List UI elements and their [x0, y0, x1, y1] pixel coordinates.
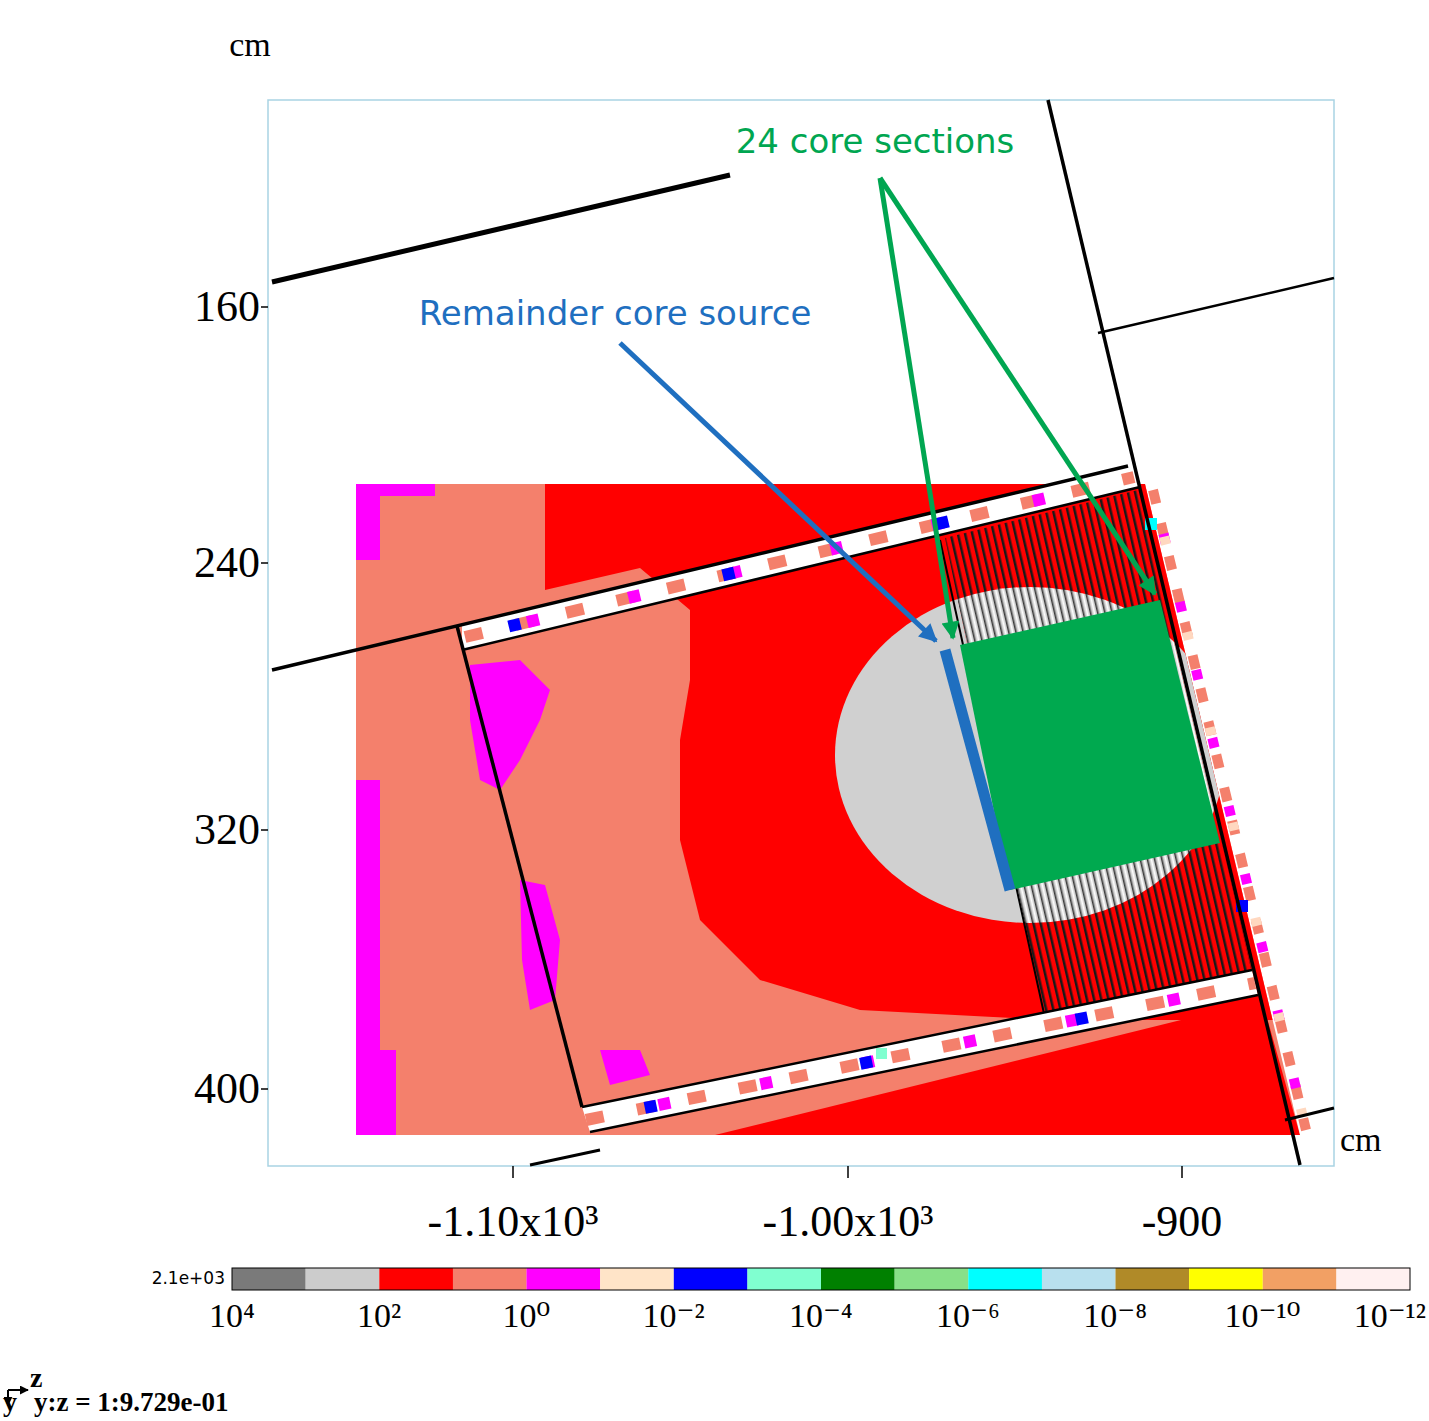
wall-cells: [465, 477, 1134, 637]
tick-label: -900: [1142, 1198, 1223, 1246]
scale-label: 10⁻⁸: [1083, 1297, 1147, 1334]
tick-label: 320: [194, 806, 260, 854]
leader-arrow: [880, 178, 1155, 594]
axis-unit: cm: [1340, 1121, 1382, 1158]
wall-band: [582, 970, 1258, 1132]
core-lattice: [945, 490, 1252, 1018]
flux-zone: [356, 484, 380, 560]
wall-cells: [586, 983, 1255, 1120]
scale-label: 10⁻¹²: [1354, 1297, 1426, 1334]
callout-label: Remainder core source: [419, 295, 812, 332]
flux-zone: [380, 1050, 396, 1135]
axis-ticks: [261, 307, 1182, 1178]
axis-unit: cm: [229, 26, 271, 63]
scale-label: 10⁻⁴: [789, 1297, 853, 1334]
tick-label: 240: [194, 539, 260, 587]
core-lattice: [835, 587, 1225, 923]
tick-label: -1.10x10³: [428, 1198, 599, 1246]
scale-label: 10⁻²: [643, 1297, 705, 1334]
wall-cells: [465, 477, 1134, 637]
scale-label: 10⁴: [209, 1297, 255, 1334]
flux-zone: [380, 484, 435, 496]
flux-zone: [356, 484, 1336, 1135]
wall-cells: [586, 983, 1255, 1120]
leader-arrow: [880, 178, 953, 638]
wall-cells: [586, 983, 1255, 1120]
tick-label: -1.00x10³: [763, 1198, 934, 1246]
tick-label: 160: [194, 283, 260, 331]
scale-label: 10⁰: [503, 1297, 551, 1334]
scale-label: 10²: [357, 1297, 401, 1334]
flux-zone: [835, 587, 1225, 923]
scale-max: 2.1e+03: [152, 1269, 225, 1288]
remainder-source: [945, 650, 1010, 890]
wall-cells: [465, 477, 1134, 637]
wall-band: [462, 466, 1140, 650]
scale-label: 10⁻⁶: [936, 1297, 1000, 1334]
flux-zone: [600, 1050, 650, 1085]
scale-label: 10⁻¹⁰: [1225, 1297, 1301, 1334]
aspect-note: y:z = 1:9.729e-01: [34, 1388, 229, 1418]
wall-cells: [876, 1048, 887, 1059]
flux-zone: [545, 484, 1300, 1020]
callout-label: 24 core sections: [722, 117, 1029, 166]
flux-zone: [356, 780, 380, 1135]
axis-name: y: [3, 1387, 17, 1418]
tick-label: 400: [194, 1065, 260, 1113]
flux-field: [356, 484, 1336, 1135]
color-scale: [232, 1268, 1410, 1290]
leader-arrow: [620, 343, 936, 641]
geometry-lines: [272, 100, 1334, 1165]
